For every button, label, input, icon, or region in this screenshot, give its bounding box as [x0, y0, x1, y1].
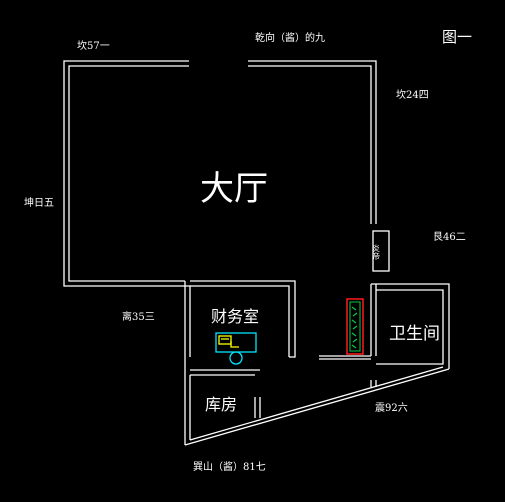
- bathroom-wall-outer: [370, 284, 377, 356]
- direction-bottom-right: 震92六: [375, 402, 408, 414]
- plants: [351, 306, 358, 349]
- small-box-outline: [372, 230, 390, 272]
- direction-left: 坤日五: [24, 196, 54, 209]
- room-storage: 库房: [205, 395, 237, 414]
- labels: 图一 乾向（酱）的九 坎57一 坎24四 坤日五 艮46二 离35三 震92六 …: [24, 28, 472, 473]
- plant-planter: [346, 298, 364, 355]
- desk-top: [218, 335, 232, 345]
- bathroom-bottom-stub: [370, 380, 377, 387]
- storage-divider: [254, 397, 261, 418]
- direction-right-mid: 艮46二: [433, 231, 466, 243]
- hall-wall-top-left: [63, 60, 189, 287]
- figure-label: 图一: [442, 28, 472, 46]
- direction-right-upper: 坎24四: [396, 88, 429, 101]
- planter-box: [346, 298, 364, 355]
- room-main-hall: 大厅: [200, 169, 268, 209]
- hall-inner-wall-top-right: [248, 65, 372, 224]
- room-office: 财务室: [211, 307, 259, 326]
- planter-inner: [349, 301, 361, 352]
- direction-bottom: 巽山（酱）81七: [193, 460, 266, 473]
- office-wall-top: [190, 280, 296, 358]
- office-desk: [215, 332, 257, 365]
- corridor-floor-wall: [319, 355, 371, 360]
- office-chair: [229, 351, 243, 365]
- walls: [63, 60, 450, 446]
- direction-top: 乾向（酱）的九: [255, 31, 325, 44]
- desk-monitor: [221, 338, 239, 348]
- hall-inner-wall-top-left: [68, 65, 189, 282]
- room-small-box: 炎帝: [372, 244, 381, 261]
- office-wall-left: [185, 285, 191, 357]
- direction-left-lower: 离35三: [122, 310, 155, 323]
- room-bathroom: 卫生间: [389, 324, 440, 344]
- diagonal-south-wall-inner: [189, 366, 444, 441]
- hall-wall-top-right: [248, 60, 377, 224]
- diagonal-south-wall: [184, 368, 450, 446]
- office-wall-top-inner: [190, 285, 290, 357]
- bathroom-top-wall: [371, 283, 450, 369]
- direction-top-left: 坎57一: [77, 39, 110, 52]
